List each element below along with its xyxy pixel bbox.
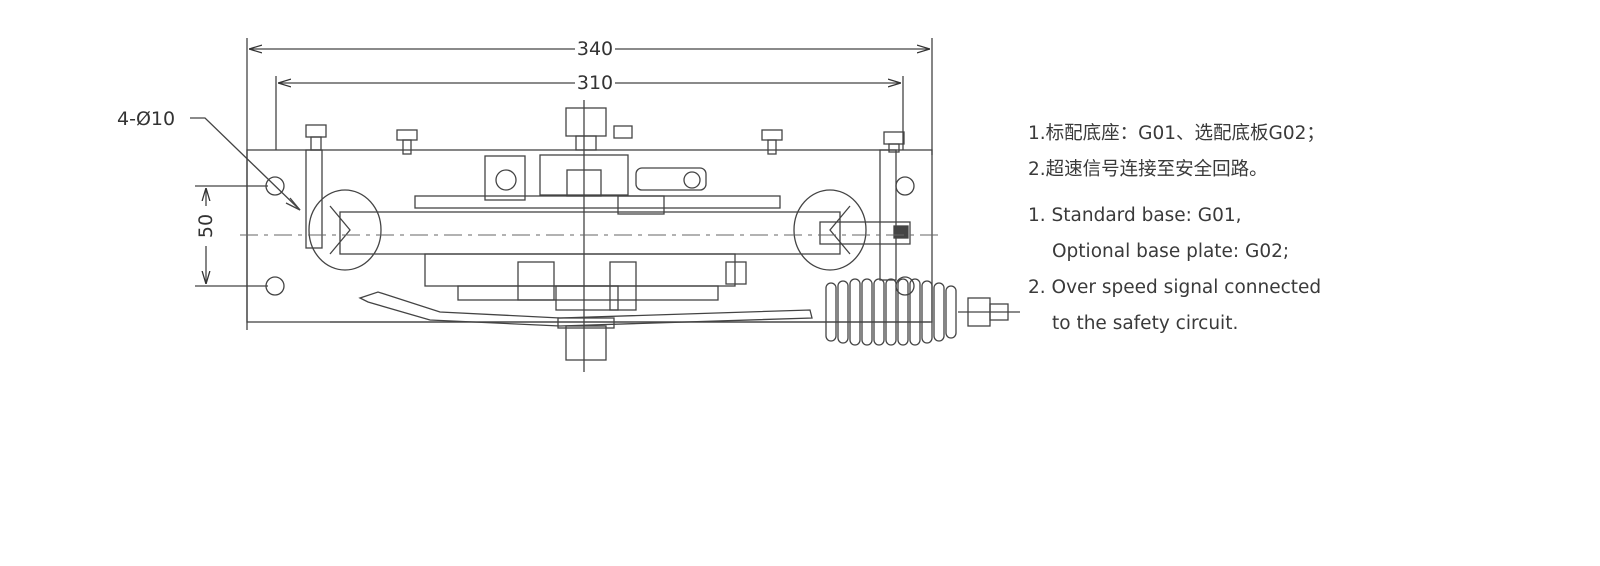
note-cn-1: 1.标配底座：G01、选配底板G02；	[1028, 123, 1325, 144]
sheave-body	[339, 154, 911, 311]
top-bolts	[305, 107, 905, 155]
notes-panel: 1.标配底座：G01、选配底板G02； 2.超速信号连接至安全回路。 1. St…	[1028, 122, 1588, 336]
note-en-1: 1. Standard base: G01,	[1028, 205, 1242, 226]
dimension-50	[195, 185, 268, 287]
note-en-2b: to the safety circuit.	[1052, 313, 1239, 334]
note-en-1b: Optional base plate: G02;	[1052, 241, 1290, 262]
dimension-310	[275, 76, 904, 150]
dim-310-label: 310	[577, 72, 613, 94]
spring	[825, 278, 1020, 346]
note-cn-2: 2.超速信号连接至安全回路。	[1028, 159, 1268, 180]
hole-callout: 4-Ø10	[117, 108, 175, 130]
trip-lever	[358, 291, 813, 327]
dim-50-label: 50	[195, 214, 217, 238]
dim-340-label: 340	[577, 38, 613, 60]
centre-shaft	[557, 100, 615, 372]
base-plate	[246, 149, 933, 323]
note-en-2: 2. Over speed signal connected	[1028, 277, 1322, 298]
